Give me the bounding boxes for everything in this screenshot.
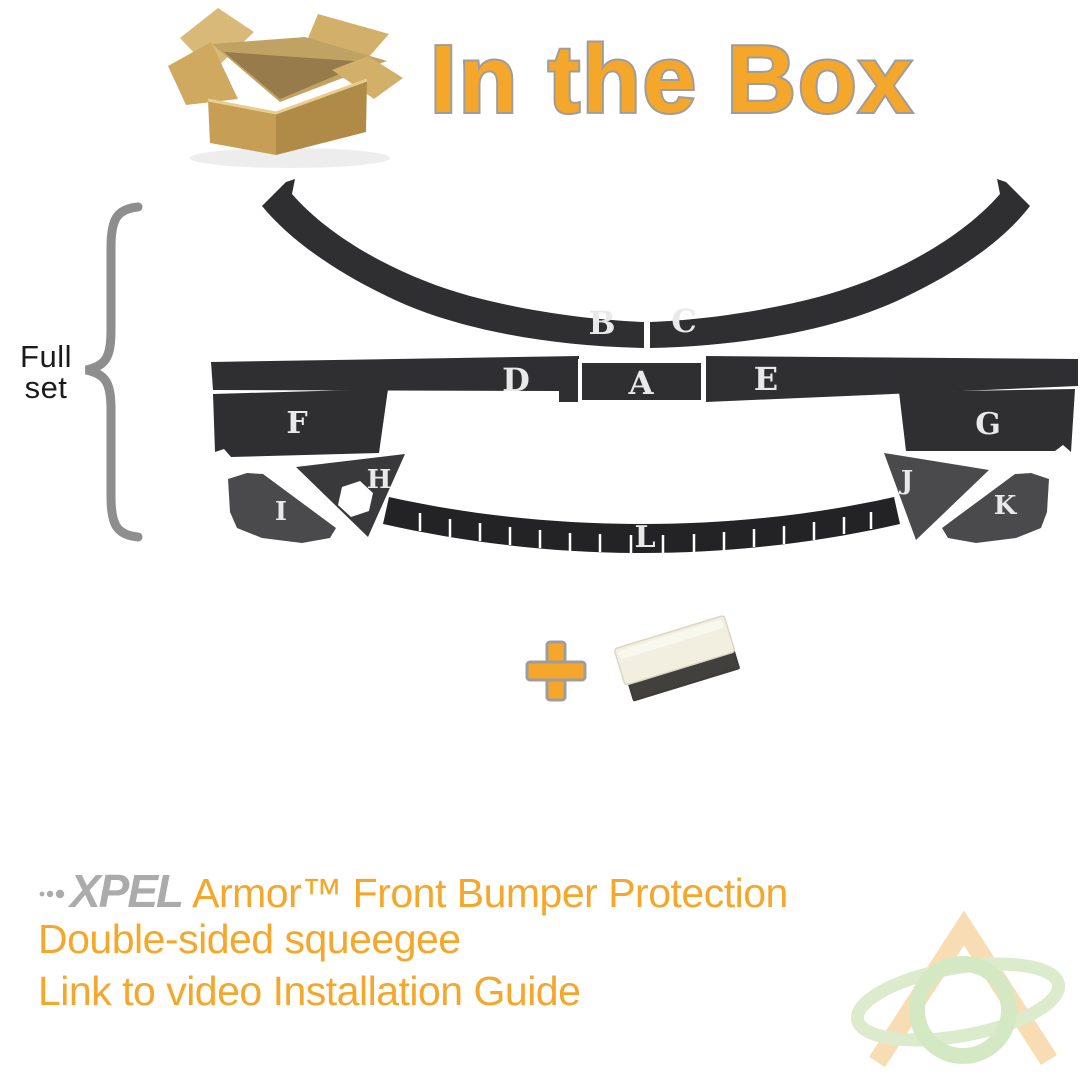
svg-text:D: D [502,361,530,399]
film-piece-l: L [383,497,900,555]
full-set-annotation: Full set [20,202,143,542]
film-piece-d: D [211,356,579,402]
open-box-icon [168,8,403,168]
xpel-logo-dots-icon [39,889,65,899]
watermark-logo [850,910,1066,1068]
svg-text:E: E [754,360,778,398]
squeegee-graphic [613,615,740,702]
contents-line-squeegee: Double-sided squeegee [38,916,461,962]
svg-text:B: B [588,304,615,342]
full-set-label-line1: Full [20,339,72,374]
contents-line-product: XPEL Armor™ Front Bumper Protection [38,864,918,918]
xpel-brand-logo: XPEL [38,864,184,918]
film-piece-b: B [262,179,644,348]
svg-text:C: C [671,302,696,340]
svg-text:J: J [899,466,913,496]
svg-text:F: F [286,406,307,441]
contents-line-guide: Link to video Installation Guide [38,968,581,1014]
plus-icon [525,640,587,702]
svg-text:I: I [275,497,287,527]
film-pieces: B C D E A F [211,179,1078,555]
product-name-label: Armor™ Front Bumper Protection [192,870,788,916]
film-piece-a: A [578,359,705,404]
film-piece-c: C [650,179,1030,348]
curly-brace [84,202,143,542]
film-piece-k: K [942,473,1049,543]
film-piece-h: H [296,454,405,537]
full-set-label-line2: set [25,370,68,405]
svg-text:L: L [634,520,655,555]
page-title: In the Box [430,26,914,133]
package-contents-list: XPEL Armor™ Front Bumper Protection Doub… [38,864,918,1020]
film-piece-f: F [213,389,388,457]
svg-text:H: H [367,465,392,495]
film-piece-i: I [228,473,336,543]
film-piece-g: G [899,389,1075,452]
film-piece-j: J [884,453,989,540]
svg-text:G: G [975,407,1001,442]
xpel-logo-text: XPEL [70,865,184,917]
film-piece-e: E [706,356,1078,402]
svg-text:A: A [628,364,655,402]
relief-slits [418,512,873,553]
svg-text:K: K [994,491,1018,521]
